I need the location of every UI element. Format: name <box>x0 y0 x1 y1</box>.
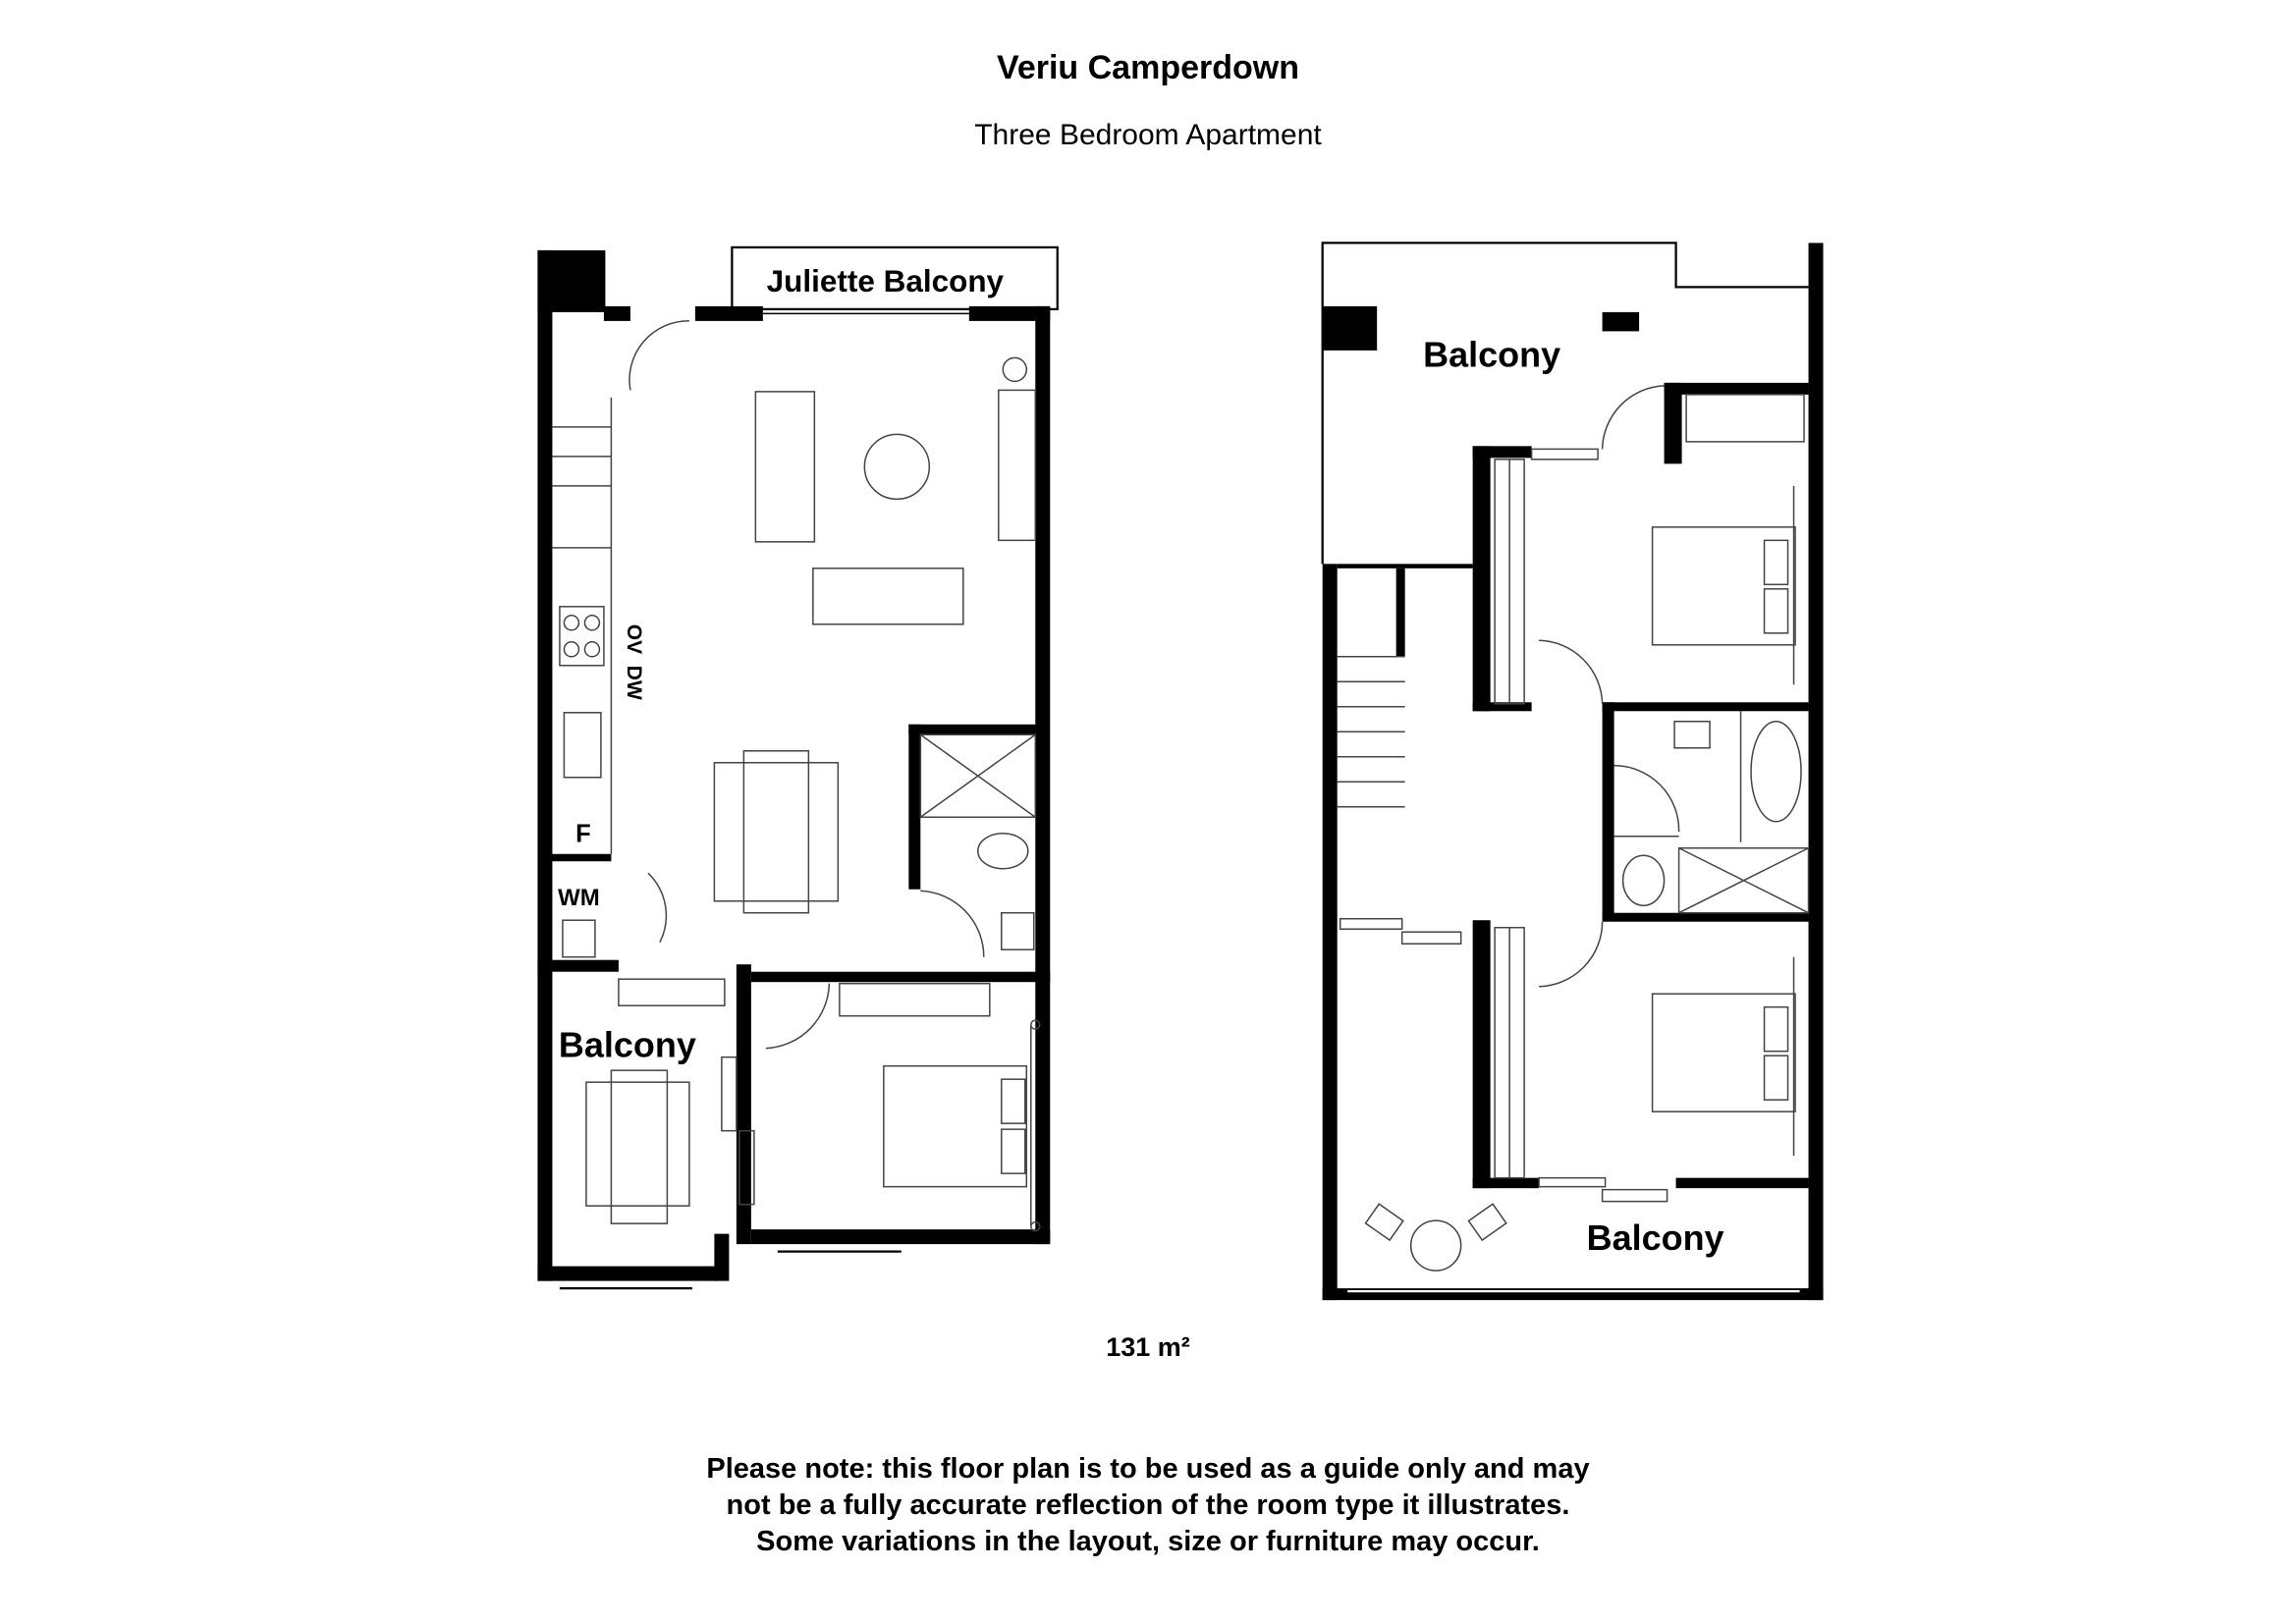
disclaimer-line-2: not be a fully accurate reflection of th… <box>726 1489 1570 1521</box>
plan-subtitle: Three Bedroom Apartment <box>974 119 1322 151</box>
level-1-plan: Juliette Balcony <box>537 245 1059 1290</box>
oven-label: OV <box>623 624 645 654</box>
level-1-balcony-label: Balcony <box>559 1025 696 1065</box>
disclaimer: Please note: this floor plan is to be us… <box>0 1451 2296 1560</box>
level-2-fixtures <box>1337 385 1810 1272</box>
level-1-bedroom-furniture <box>585 978 1041 1232</box>
juliette-balcony-outline <box>731 245 1059 311</box>
level-2-walls <box>1322 243 1824 1301</box>
kitchen-fixtures <box>552 397 613 958</box>
dishwasher-label: DW <box>623 666 645 700</box>
level-2-balcony-bottom-label: Balcony <box>1587 1218 1724 1258</box>
level-1-walls <box>537 249 1051 1281</box>
level-2-balcony-top-label: Balcony <box>1423 334 1560 374</box>
disclaimer-line-3: Some variations in the layout, size or f… <box>756 1526 1540 1557</box>
level-1-bathroom <box>919 733 1037 957</box>
fridge-label: F <box>575 821 591 848</box>
juliette-balcony-label: Juliette Balcony <box>767 263 1005 298</box>
plan-title: Veriu Camperdown <box>997 49 1299 86</box>
living-furniture <box>629 320 1037 944</box>
washing-machine-label: WM <box>558 885 600 911</box>
disclaimer-line-1: Please note: this floor plan is to be us… <box>706 1453 1590 1485</box>
level-2-plan: Balcony Balcony <box>1321 242 1824 1301</box>
floor-area: 131 m² <box>1106 1332 1190 1362</box>
